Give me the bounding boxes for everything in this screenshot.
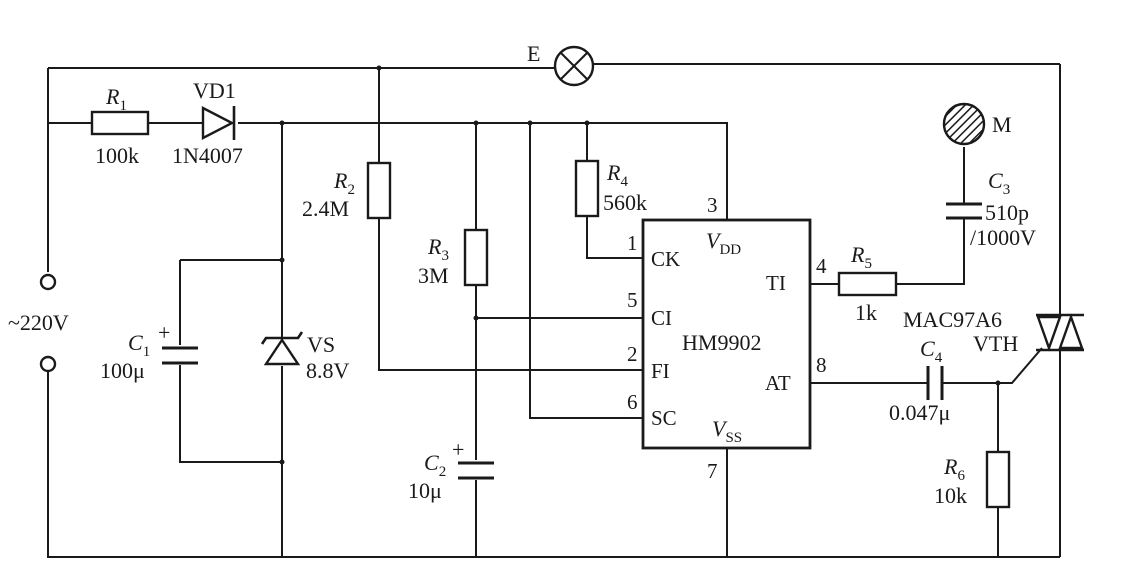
ic-pin-ti-label: TI	[766, 271, 786, 295]
touch-plate-m: M	[942, 102, 1012, 146]
capacitor-c2: + C2 10μ	[408, 437, 494, 503]
capacitor-c1-ref: C1	[128, 330, 150, 360]
wire-r5-c3	[896, 218, 965, 285]
wire-left-upper	[47, 68, 92, 124]
wire-r4-to-ck	[586, 216, 643, 259]
resistor-r4-value: 560k	[603, 190, 647, 215]
wire-r2-to-fi	[378, 218, 643, 371]
ic-pin-ci-label: CI	[651, 306, 672, 330]
source-voltage-label: ~220V	[8, 310, 69, 335]
capacitor-c3: C3 510p /1000V	[946, 168, 1036, 250]
resistor-r4-ref: R4	[606, 160, 628, 190]
ic-pin-6-number: 6	[627, 390, 638, 414]
resistor-r2-ref: R2	[333, 168, 355, 198]
capacitor-c1-value: 100μ	[100, 358, 145, 383]
ic-pin-sc-label: SC	[651, 406, 677, 430]
diode-vd1-icon	[201, 106, 235, 140]
resistor-r6-value: 10k	[934, 483, 967, 508]
zener-vs-icon	[263, 337, 301, 366]
diode-vd1: VD1 1N4007	[172, 78, 243, 168]
resistor-r6-ref: R6	[943, 454, 965, 484]
capacitor-c4: C4 0.047μ	[889, 336, 950, 425]
touch-plate-label: M	[992, 112, 1012, 137]
ic-pin-1-number: 1	[627, 231, 638, 255]
wiring	[47, 63, 1061, 558]
wire-sc	[529, 123, 643, 419]
capacitor-c2-ref: C2	[424, 450, 446, 480]
ic-body	[641, 218, 812, 450]
lamp-e: E	[527, 41, 595, 87]
resistor-r5-value: 1k	[855, 300, 877, 325]
ic-pin-3-number: 3	[707, 193, 718, 217]
ic-pin-7-number: 7	[707, 459, 718, 483]
ic-pin-8-number: 8	[816, 353, 827, 377]
lamp-label: E	[527, 41, 540, 66]
zener-vs-bar	[260, 331, 304, 345]
capacitor-c3-value: 510p	[985, 200, 1029, 225]
resistor-r2: R2 2.4M	[302, 161, 392, 221]
resistor-r3-body	[463, 228, 489, 287]
capacitor-c4-ref: C4	[920, 336, 943, 366]
ic-hm9902: HM9902 VDD VSS CK CI FI SC TI AT 1 5 2 6…	[627, 193, 827, 483]
resistor-r3-value: 3M	[418, 263, 449, 288]
resistor-r1-body	[90, 110, 150, 136]
ic-pin-4-number: 4	[816, 254, 827, 278]
resistor-r4: R4 560k	[574, 159, 647, 218]
junctions	[279, 65, 1001, 465]
triac-part-label: MAC97A6	[903, 307, 1002, 332]
zener-vs-name: VS	[307, 332, 335, 357]
capacitor-c2-plus: +	[452, 437, 464, 462]
resistor-r5: R5 1k	[837, 242, 898, 325]
ic-pin-2-number: 2	[627, 342, 638, 366]
triac-vth-icon-up	[1058, 313, 1084, 350]
ic-pin-5-number: 5	[627, 288, 638, 312]
ic-pin-ck-label: CK	[651, 247, 680, 271]
mains-terminal-top	[39, 273, 57, 291]
resistor-r5-body	[837, 271, 898, 297]
mains-terminal-bottom	[39, 355, 57, 373]
resistor-r4-body	[574, 159, 600, 218]
resistor-r2-value: 2.4M	[302, 196, 349, 221]
resistor-r3-ref: R3	[427, 234, 449, 264]
capacitor-c4-value: 0.047μ	[889, 400, 950, 425]
diode-vd1-name: VD1	[193, 78, 236, 103]
ic-vss-label: VSS	[712, 416, 742, 446]
triac-vth-icon-down	[1036, 315, 1062, 352]
capacitor-c2-value: 10μ	[408, 478, 442, 503]
resistor-r6: R6 10k	[934, 450, 1011, 509]
touch-plate-icon	[942, 102, 986, 146]
wire-bottom-rail	[47, 370, 1060, 558]
triac-vth: MAC97A6 VTH	[903, 307, 1084, 356]
resistor-r6-body	[985, 450, 1011, 509]
resistor-r1-value: 100k	[95, 143, 139, 168]
triac-name-label: VTH	[973, 331, 1018, 356]
resistor-r5-ref: R5	[850, 242, 872, 272]
capacitor-c1: + C1 100μ	[100, 320, 198, 383]
wire-c4-gate	[942, 347, 1043, 384]
ic-vdd-label: VDD	[706, 228, 741, 258]
zener-vs-value: 8.8V	[306, 358, 350, 383]
wire-c1-bottom	[179, 365, 282, 463]
capacitor-c3-ref: C3	[988, 168, 1010, 198]
zener-vs: VS 8.8V	[260, 331, 350, 383]
ic-pin-at-label: AT	[765, 371, 791, 395]
capacitor-c3-rating: /1000V	[970, 225, 1036, 250]
ic-pin-fi-label: FI	[651, 359, 670, 383]
capacitor-c1-plus: +	[158, 320, 170, 345]
resistor-r1-ref: R1	[105, 84, 127, 114]
resistor-r3: R3 3M	[418, 228, 489, 288]
resistor-r2-body	[366, 161, 392, 220]
wire-vdd-rail	[238, 122, 728, 220]
ic-name: HM9902	[682, 330, 761, 355]
resistor-r1: R1 100k	[90, 84, 150, 168]
diode-vd1-part: 1N4007	[172, 143, 243, 168]
